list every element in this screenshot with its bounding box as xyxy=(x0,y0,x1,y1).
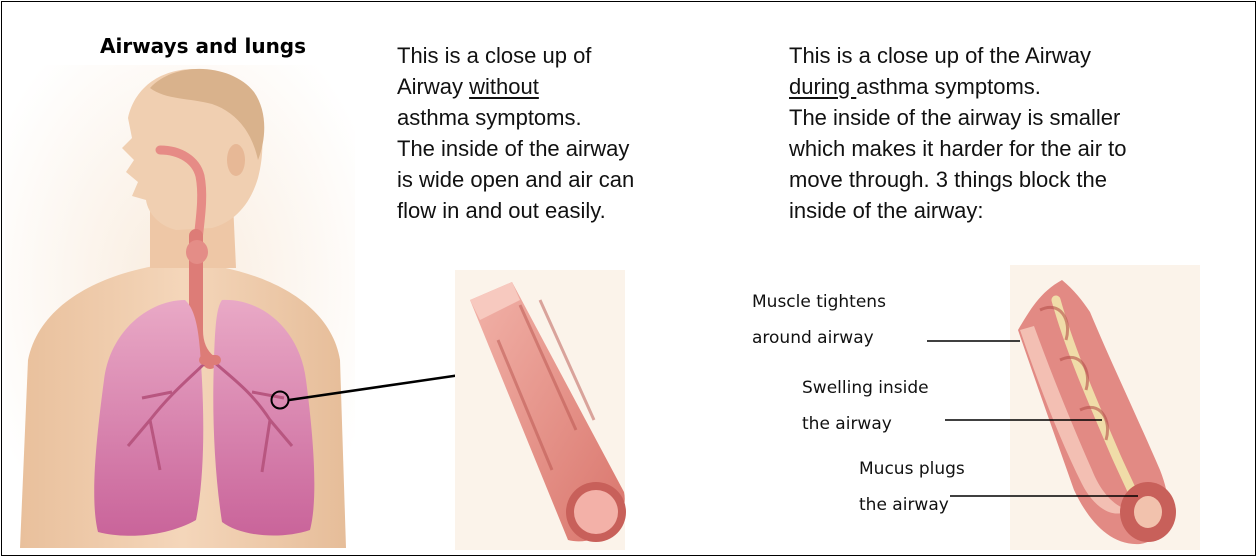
swelling-label-line-1: Swelling inside xyxy=(802,375,929,401)
healthy-line-2-pre: Airway xyxy=(397,74,469,99)
asthma-line-4: which makes it harder for the air to xyxy=(789,133,1126,164)
asthma-line-2-post: asthma symptoms. xyxy=(856,74,1041,99)
mucus-label: Mucus plugs the airway xyxy=(859,456,965,518)
asthma-airway-lumen xyxy=(1134,496,1162,528)
healthy-airway-lumen xyxy=(574,490,618,534)
swelling-label-line-2: the airway xyxy=(802,411,929,437)
muscle-label: Muscle tightens around airway xyxy=(752,289,886,351)
ear-shape xyxy=(227,144,245,176)
mucus-label-line-1: Mucus plugs xyxy=(859,456,965,482)
healthy-airway-description: This is a close up of Airway without ast… xyxy=(397,40,634,226)
muscle-label-line-1: Muscle tightens xyxy=(752,289,886,315)
diagram-title: Airways and lungs xyxy=(100,34,306,58)
healthy-line-2: Airway without xyxy=(397,71,634,102)
asthma-airway-description: This is a close up of the Airway during … xyxy=(789,40,1126,226)
muscle-label-line-2: around airway xyxy=(752,325,886,351)
asthma-line-6: inside of the airway: xyxy=(789,195,1126,226)
asthma-line-3: The inside of the airway is smaller xyxy=(789,102,1126,133)
healthy-line-1: This is a close up of xyxy=(397,40,634,71)
healthy-line-5: is wide open and air can xyxy=(397,164,634,195)
asthma-airway-illustration xyxy=(1010,265,1200,550)
asthma-line-2-emphasis: during xyxy=(789,74,856,99)
asthma-line-5: move through. 3 things block the xyxy=(789,164,1126,195)
healthy-line-4: The inside of the airway xyxy=(397,133,634,164)
healthy-line-2-emphasis: without xyxy=(469,74,539,99)
mucus-label-line-2: the airway xyxy=(859,492,965,518)
swelling-label: Swelling inside the airway xyxy=(802,375,929,437)
healthy-line-3: asthma symptoms. xyxy=(397,102,634,133)
healthy-line-6: flow in and out easily. xyxy=(397,195,634,226)
asthma-line-1: This is a close up of the Airway xyxy=(789,40,1126,71)
healthy-airway-illustration xyxy=(455,270,626,550)
asthma-line-2: during asthma symptoms. xyxy=(789,71,1126,102)
larynx xyxy=(186,240,208,264)
